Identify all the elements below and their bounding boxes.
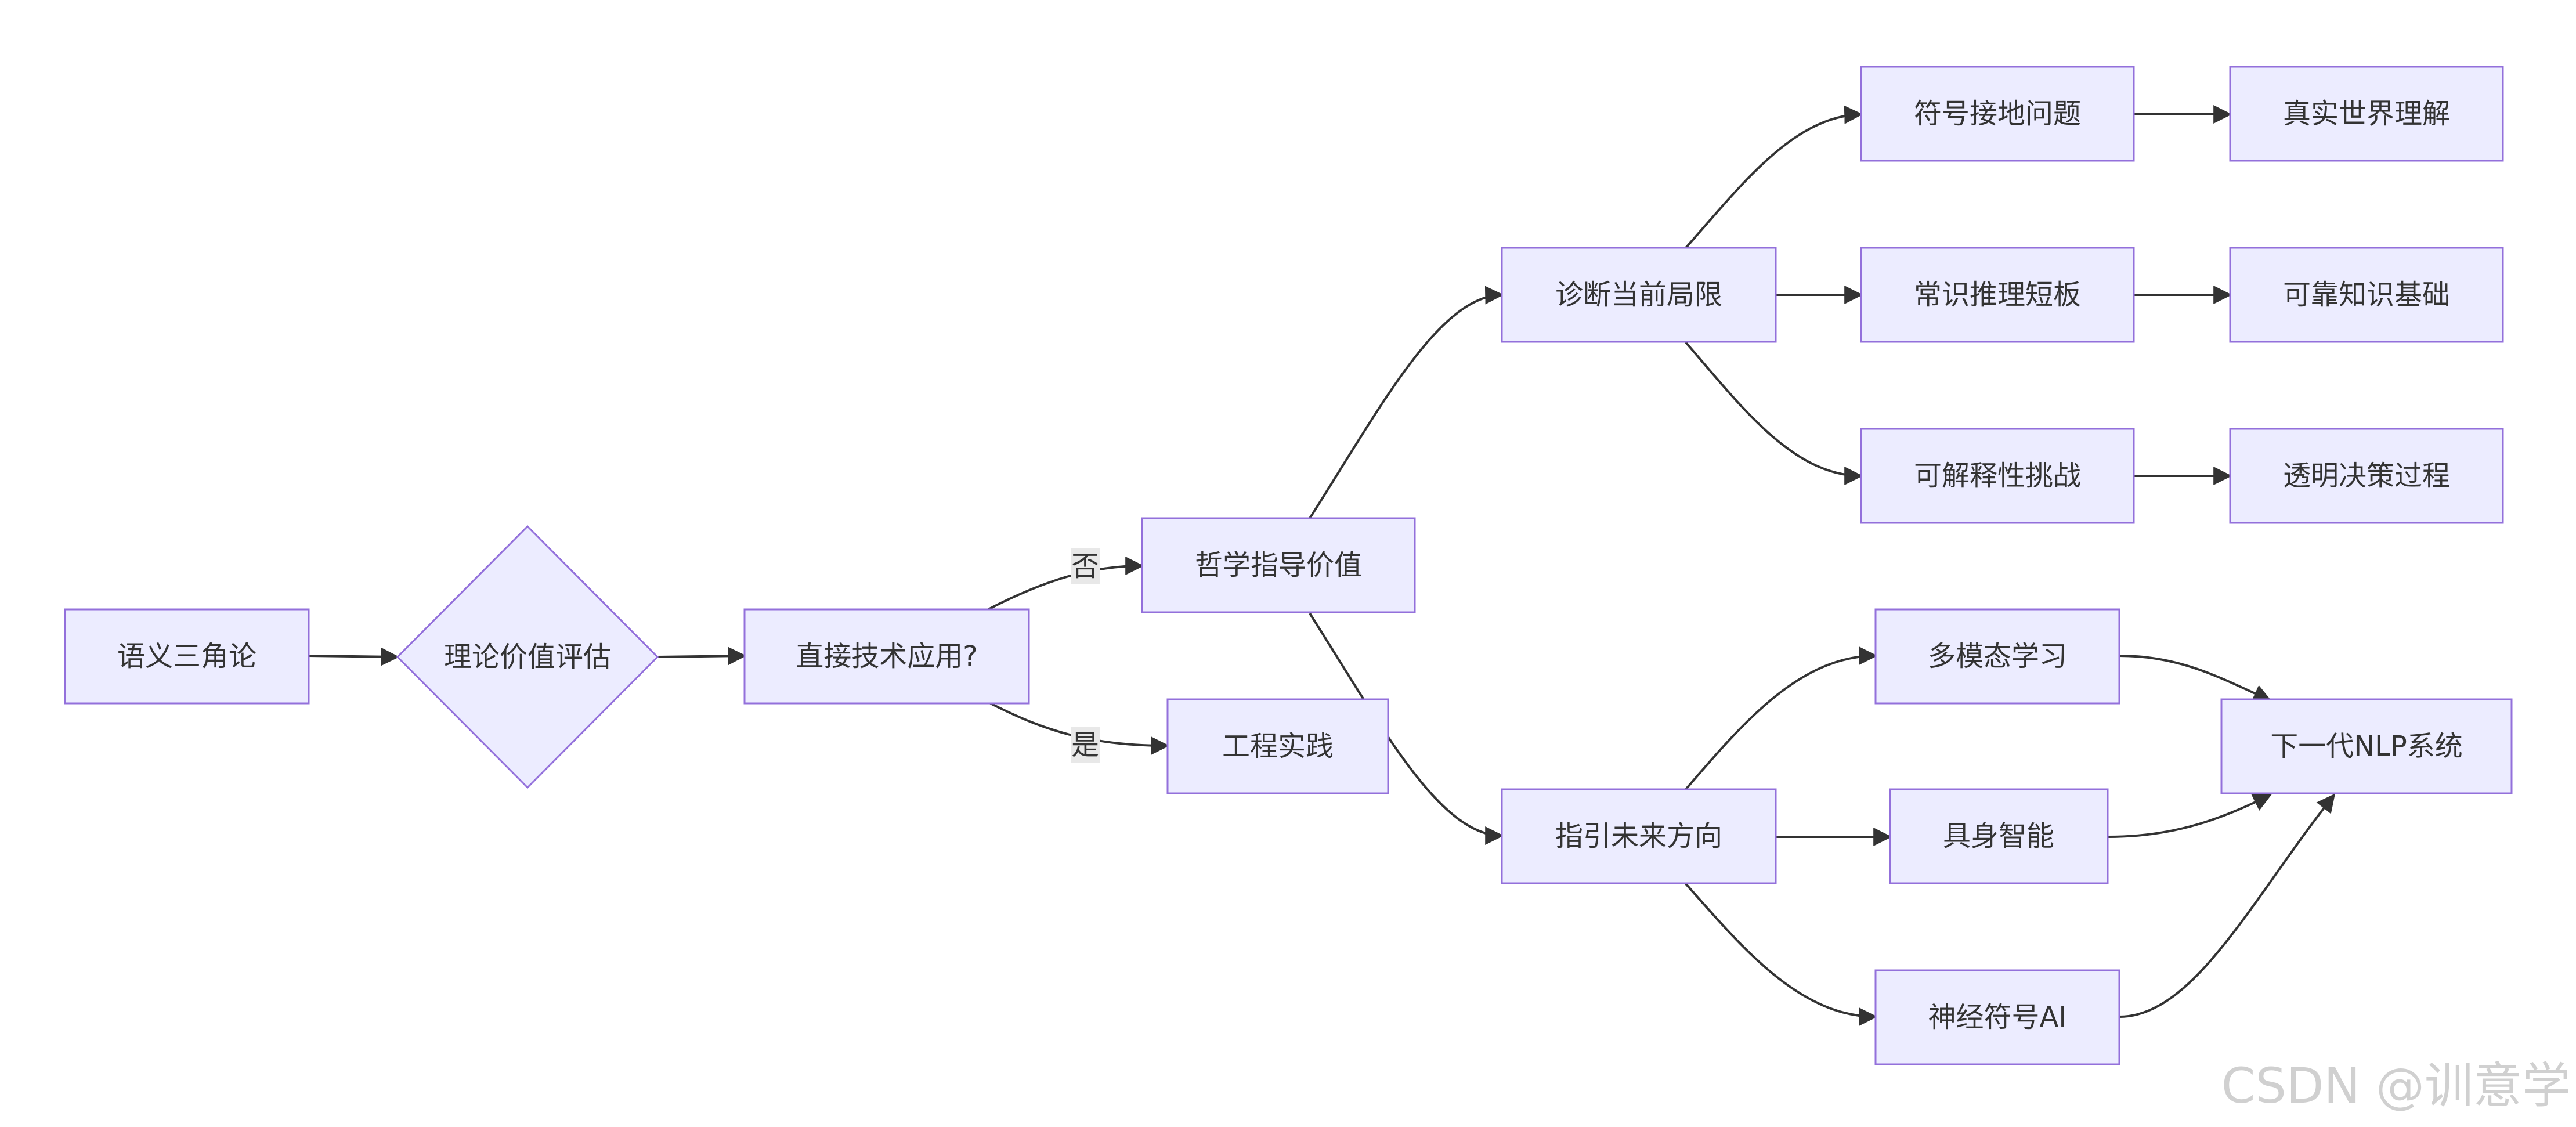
edge-label-no: 否: [1071, 548, 1100, 584]
node-neurosymbolic-ai: 神经符号AI: [1874, 969, 2120, 1065]
node-theory-value-eval: 理论价值评估: [396, 525, 659, 789]
node-philosophy-guide-label: 哲学指导价值: [1195, 549, 1362, 581]
edge-eval-to-direct: [657, 646, 747, 666]
node-reliable-knowledge: 可靠知识基础: [2229, 247, 2504, 343]
watermark: CSDN @训意学: [2221, 1057, 2571, 1114]
node-commonsense-reasoning: 常识推理短板: [1860, 247, 2135, 343]
node-engineering-practice: 工程实践: [1166, 698, 1389, 794]
node-diagnose-limits-label: 诊断当前局限: [1555, 279, 1722, 311]
node-transparent-decision-label: 透明决策过程: [2283, 460, 2450, 492]
edge-semantic-to-eval: [308, 647, 400, 666]
node-transparent-decision: 透明决策过程: [2229, 428, 2504, 524]
node-reliable-knowledge-label: 可靠知识基础: [2283, 279, 2450, 311]
node-next-gen-nlp-label: 下一代NLP系统: [2270, 730, 2463, 763]
node-real-world-understanding: 真实世界理解: [2229, 66, 2504, 162]
node-direct-tech-app: 直接技术应用?: [743, 608, 1030, 705]
edge-label-yes-text: 是: [1071, 729, 1099, 761]
node-theory-value-eval-label: 理论价值评估: [444, 641, 611, 673]
node-direct-tech-app-label: 直接技术应用?: [796, 640, 977, 673]
edge-philosophy-to-diagnose: [1309, 286, 1504, 519]
edge-philosophy-to-guide: [1309, 612, 1504, 845]
node-neurosymbolic-ai-label: 神经符号AI: [1928, 1001, 2067, 1034]
node-symbol-grounding-label: 符号接地问题: [1914, 97, 2081, 130]
node-symbol-grounding: 符号接地问题: [1860, 66, 2135, 162]
node-philosophy-guide: 哲学指导价值: [1141, 517, 1416, 613]
edge-embodied-to-nextgen: [2107, 794, 2272, 838]
node-real-world-understanding-label: 真实世界理解: [2283, 97, 2450, 130]
node-guide-future: 指引未来方向: [1501, 788, 1777, 884]
node-guide-future-label: 指引未来方向: [1555, 820, 1722, 853]
node-next-gen-nlp: 下一代NLP系统: [2220, 698, 2513, 794]
node-embodied-intelligence-label: 具身智能: [1943, 820, 2054, 853]
edge-label-no-text: 否: [1071, 550, 1099, 583]
edge-diagnose-to-symbol: [1685, 105, 1863, 249]
edge-guide-to-neurosymbolic: [1685, 883, 1878, 1026]
edge-diagnose-to-explain: [1685, 341, 1863, 485]
node-multimodal-learning: 多模态学习: [1874, 608, 2120, 705]
node-diagnose-limits: 诊断当前局限: [1501, 247, 1777, 343]
edge-label-yes: 是: [1071, 727, 1100, 763]
edge-neurosymbolic-to-nextgen: [2119, 793, 2335, 1018]
edge-direct-to-engineering: [988, 701, 1170, 755]
edge-guide-to-multimodal: [1685, 646, 1878, 790]
node-semantic-triangle: 语义三角论: [64, 608, 310, 705]
node-multimodal-learning-label: 多模态学习: [1928, 640, 2067, 673]
edge-multimodal-to-nextgen: [2119, 655, 2272, 702]
node-embodied-intelligence: 具身智能: [1889, 788, 2109, 884]
node-engineering-practice-label: 工程实践: [1222, 730, 1334, 763]
node-semantic-triangle-label: 语义三角论: [117, 640, 256, 673]
edge-direct-to-philosophy: [988, 557, 1144, 611]
node-commonsense-reasoning-label: 常识推理短板: [1914, 279, 2081, 311]
node-explainability-label: 可解释性挑战: [1914, 460, 2081, 492]
node-explainability: 可解释性挑战: [1860, 428, 2135, 524]
